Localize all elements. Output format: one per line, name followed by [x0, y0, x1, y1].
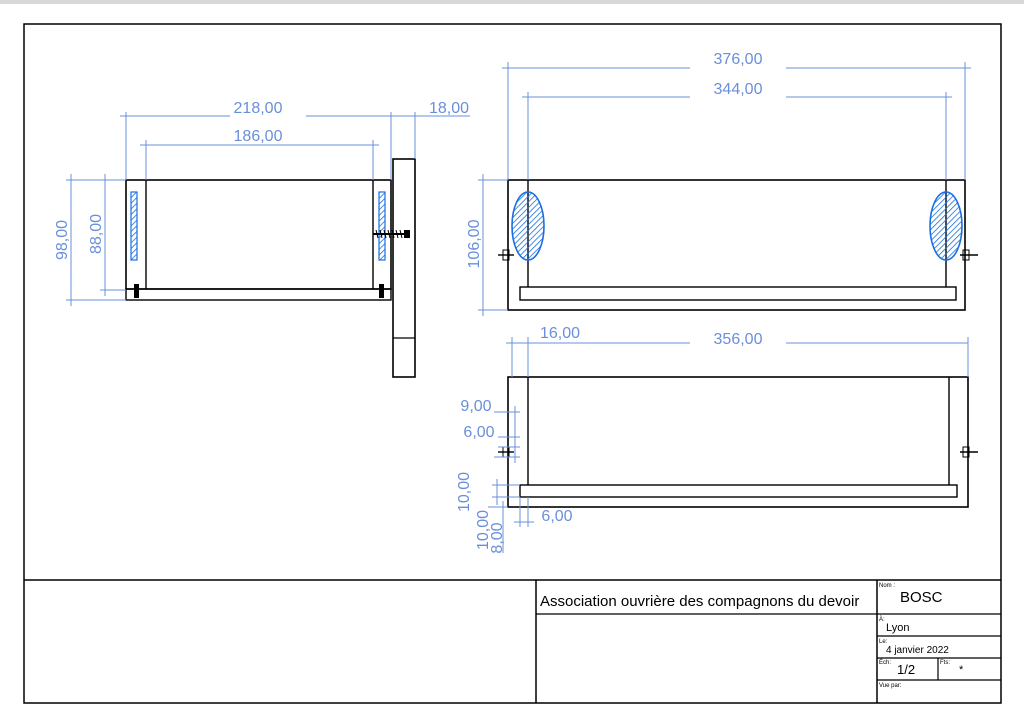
dim-8: 8,00: [489, 522, 506, 553]
biscuit-joint-left: [511, 191, 545, 261]
scale-value: 1/2: [897, 662, 915, 677]
dim-16: 16,00: [540, 325, 580, 342]
dim-6-bottom: 6,00: [541, 508, 572, 525]
seen-by-label: Vue par:: [879, 683, 902, 689]
left-view: 218,00 186,00 18,00 98,00 88,00: [54, 100, 470, 378]
left-view-outer-box: [125, 179, 392, 290]
left-view-bottom-board: [125, 288, 392, 301]
dim-98: 98,00: [54, 220, 71, 260]
dim-186: 186,00: [234, 128, 283, 145]
dim-10-b: 10,00: [475, 510, 492, 550]
bottom-view-bottom-board: [519, 484, 958, 498]
screw-icon: [373, 229, 410, 239]
biscuit-joint-right: [929, 191, 963, 261]
top-view-bottom-board: [519, 286, 957, 301]
dim-18: 18,00: [429, 100, 469, 117]
date-label: Le:: [879, 639, 888, 645]
dim-6: 6,00: [463, 424, 494, 441]
dim-218: 218,00: [234, 100, 283, 117]
bottom-view-outer-box: [507, 376, 969, 508]
dim-9: 9,00: [460, 398, 491, 415]
format-value: *: [959, 664, 964, 676]
top-view-outer-box: [507, 179, 966, 311]
sheet-border: [23, 23, 1002, 704]
organization-name: Association ouvrière des compagnons du d…: [540, 593, 859, 610]
fastener-icon: [498, 249, 514, 261]
dim-376: 376,00: [714, 51, 763, 68]
scale-label: Éch:: [879, 659, 891, 666]
title-block: [24, 579, 1001, 703]
fastener-icon: [960, 446, 978, 458]
fastener-icon: [960, 249, 978, 261]
fastener-icon: [498, 446, 514, 458]
left-view-upright-post: [392, 158, 416, 378]
dim-356: 356,00: [714, 331, 763, 348]
left-slot-hatch: [130, 191, 138, 261]
place-value: Lyon: [886, 622, 909, 634]
name-label: Nom :: [879, 583, 895, 589]
author-name: BOSC: [900, 589, 943, 606]
fastener-icon: [134, 284, 139, 298]
format-label: Fts:: [940, 660, 950, 666]
fastener-icon: [379, 284, 384, 298]
place-label: À:: [879, 616, 885, 623]
window-top-strip: [0, 0, 1024, 4]
dim-10-a: 10,00: [456, 472, 473, 512]
dim-344: 344,00: [714, 81, 763, 98]
right-bottom-view: 16,00 356,00 9,00 6,00 10,00 10,00 8,00 …: [456, 325, 978, 554]
left-slot-hatch-right: [378, 191, 386, 261]
dim-106: 106,00: [466, 219, 483, 268]
dim-88: 88,00: [88, 214, 105, 254]
right-top-view: 376,00 344,00 106,00: [466, 51, 978, 316]
date-value: 4 janvier 2022: [886, 645, 949, 656]
